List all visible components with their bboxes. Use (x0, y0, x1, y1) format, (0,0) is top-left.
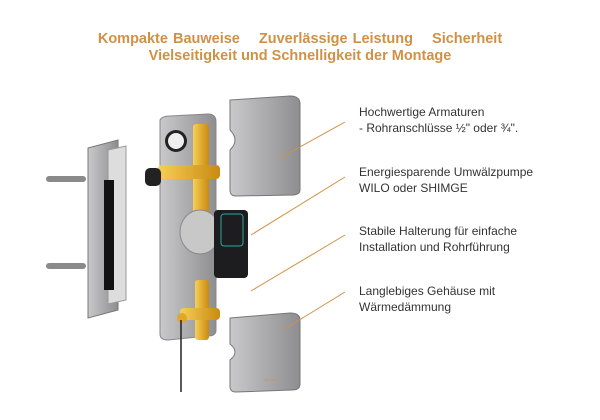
feature-safety: Sicherheit (432, 31, 503, 47)
callout-fittings-detail: - Rohranschlüsse ½" oder ¾". (359, 121, 519, 135)
callout-housing-detail: Wärmedämmung (359, 300, 452, 314)
callout-bracket-detail: Installation und Rohrführung (359, 240, 510, 254)
callout-fittings-title: Hochwertige Armaturen (359, 105, 485, 119)
callout-pump-detail: WILO oder SHIMGE (359, 181, 468, 195)
callout-bracket-title: Stabile Halterung für einfache (359, 224, 518, 238)
callout-housing: Langlebiges Gehäuse mit Wärmedämmung (359, 283, 495, 315)
front-cover-bottom: Alimsa (229, 312, 301, 393)
svg-text:Alimsa: Alimsa (264, 377, 277, 382)
leader-line-housing (282, 291, 346, 331)
front-cover-top (229, 95, 301, 197)
circulation-pump (179, 209, 248, 278)
leader-line-bracket (250, 234, 346, 292)
callout-fittings: Hochwertige Armaturen - Rohranschlüsse ½… (359, 104, 518, 136)
feature-headline-line2: Vielseitigkeit und Schnelligkeit der Mon… (148, 48, 452, 64)
feature-reliable: Zuverlässige Leistung (258, 31, 414, 47)
wall-bracket (87, 139, 127, 319)
callout-housing-title: Langlebiges Gehäuse mit (359, 284, 496, 298)
callout-bracket: Stabile Halterung für einfache Installat… (359, 223, 517, 255)
callout-pump: Energiesparende Umwälzpumpe WILO oder SH… (359, 164, 533, 196)
brass-fittings-bottom (177, 280, 220, 392)
feature-headline-line1: Kompakte Bauweise Zuverlässige Leistung … (0, 31, 600, 47)
callout-pump-title: Energiesparende Umwälzpumpe (359, 165, 534, 179)
callout-leader-lines (250, 121, 346, 331)
leader-line-pump (250, 176, 346, 236)
feature-compact: Kompakte Bauweise (97, 31, 240, 47)
leader-line-fittings (279, 121, 346, 159)
wall-plugs (46, 176, 86, 269)
brass-fittings-top (145, 124, 220, 214)
